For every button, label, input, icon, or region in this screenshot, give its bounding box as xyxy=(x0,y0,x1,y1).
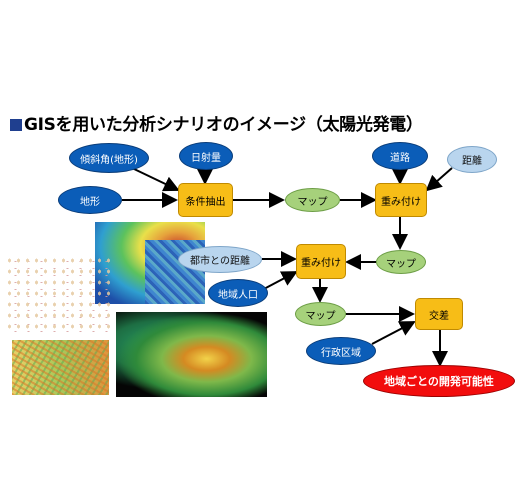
process-weighting-1: 重み付け xyxy=(375,183,427,217)
page-title: GISを用いた分析シナリオのイメージ（太陽光発電） xyxy=(10,110,510,135)
title-text: GISを用いた分析シナリオのイメージ（太陽光発電） xyxy=(24,115,423,135)
result-development-potential: 地域ごとの開発可能性 xyxy=(363,365,515,397)
input-slope: 傾斜角(地形) xyxy=(69,143,149,173)
title-bullet-icon xyxy=(10,119,22,131)
terrain-3d-image xyxy=(116,312,267,397)
arrow-admin-intersect xyxy=(371,321,416,345)
process-condition-extract: 条件抽出 xyxy=(178,183,233,217)
slope-map-image xyxy=(12,340,109,395)
process-weighting-2: 重み付け xyxy=(296,244,346,279)
input-terrain: 地形 xyxy=(58,186,122,214)
input-solar-radiation: 日射量 xyxy=(179,142,233,170)
arrow-slope-extract xyxy=(131,167,180,192)
map-output-1: マップ xyxy=(285,188,340,212)
arrow-population-overlay2 xyxy=(261,271,298,291)
point-distribution-image xyxy=(5,255,115,335)
input-population: 地域人口 xyxy=(208,279,268,307)
process-intersect: 交差 xyxy=(415,298,463,330)
map-output-3: マップ xyxy=(295,302,346,326)
map-output-2: マップ xyxy=(376,250,426,274)
input-admin-area: 行政区域 xyxy=(306,337,376,365)
input-distance: 距離 xyxy=(447,146,497,173)
input-city-distance: 都市との距離 xyxy=(178,246,262,273)
input-road: 道路 xyxy=(372,142,428,170)
arrow-distance-overlay1 xyxy=(425,167,453,192)
